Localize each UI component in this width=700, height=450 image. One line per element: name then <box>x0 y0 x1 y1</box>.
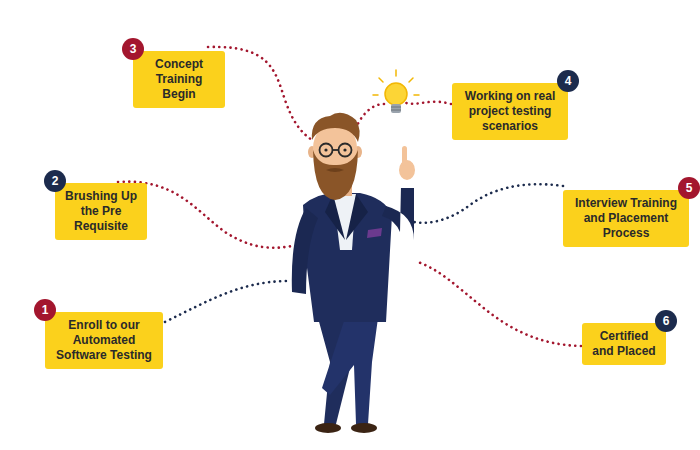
callout-number-text: 3 <box>130 43 137 55</box>
dotted-leader <box>418 262 581 346</box>
light-bulb <box>391 107 401 108</box>
man-figure <box>312 113 360 142</box>
light-bulb <box>385 83 407 105</box>
man-figure <box>333 149 339 151</box>
dotted-leader <box>165 281 286 322</box>
step-box: Certified and Placed6 <box>582 323 666 365</box>
step-label: Certified and Placed <box>588 329 660 359</box>
step-label: Concept Training Begin <box>139 57 219 102</box>
callout-number: 2 <box>44 170 66 192</box>
step-label: Brushing Up the Pre Requisite <box>61 189 141 234</box>
step-box: Concept Training Begin3 <box>133 51 225 108</box>
man-figure <box>322 318 378 424</box>
man-figure <box>320 144 352 157</box>
man-figure <box>320 144 333 157</box>
man-figure <box>313 150 358 200</box>
man-figure <box>346 194 368 240</box>
callout-number-text: 2 <box>52 175 59 187</box>
man-figure <box>339 144 352 157</box>
man-figure <box>351 423 377 433</box>
man-figure <box>367 228 382 238</box>
step-box: Interview Training and Placement Process… <box>563 190 689 247</box>
light-bulb <box>409 78 413 82</box>
step-box: Enroll to our Automated Software Testing… <box>45 312 163 369</box>
man-figure <box>315 423 341 433</box>
dotted-leader <box>414 184 563 223</box>
step-label: Enroll to our Automated Software Testing <box>51 318 157 363</box>
man-figure <box>292 113 415 433</box>
step-label: Interview Training and Placement Process <box>569 196 683 241</box>
man-figure <box>325 194 345 240</box>
light-bulb <box>395 70 397 76</box>
dotted-leader <box>118 47 581 346</box>
man-figure <box>292 208 318 294</box>
step-box: Brushing Up the Pre Requisite2 <box>55 183 147 240</box>
man-figure <box>382 186 414 240</box>
callout-number-text: 1 <box>42 304 49 316</box>
light-bulb <box>373 70 419 113</box>
light-bulb <box>414 94 419 96</box>
callout-number: 1 <box>34 299 56 321</box>
man-figure <box>326 168 344 172</box>
light-bulb <box>391 110 401 111</box>
callout-number-text: 5 <box>686 182 693 194</box>
man-figure <box>402 146 407 166</box>
man-figure <box>324 148 327 151</box>
callout-number-text: 4 <box>565 75 572 87</box>
light-bulb <box>391 104 401 113</box>
light-bulb <box>373 94 378 96</box>
dotted-leader <box>406 102 451 104</box>
callout-number: 4 <box>557 70 579 92</box>
step-box: Working on real project testing scenario… <box>452 83 568 140</box>
callout-number: 6 <box>655 310 677 332</box>
callout-number-text: 6 <box>663 315 670 327</box>
light-bulb <box>379 78 383 82</box>
man-figure <box>343 148 346 151</box>
man-figure <box>303 193 392 322</box>
callout-number: 3 <box>122 38 144 60</box>
step-label: Working on real project testing scenario… <box>458 89 562 134</box>
callout-number: 5 <box>678 177 700 199</box>
